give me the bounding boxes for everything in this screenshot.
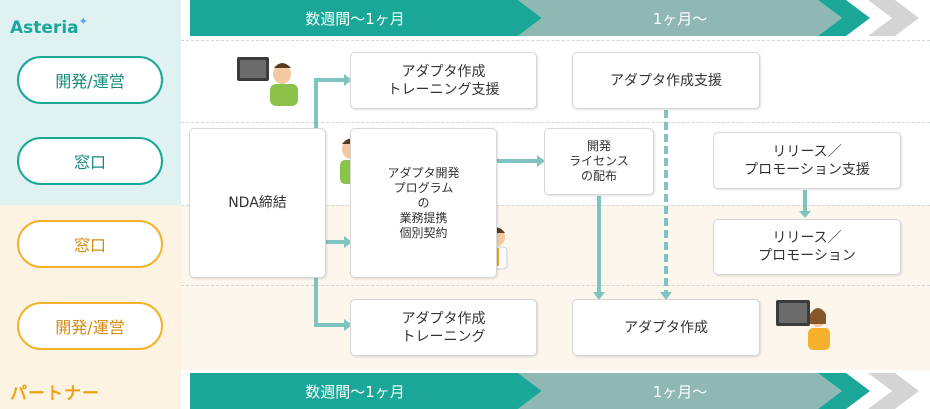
step-creation-support: アダプタ作成支援 <box>572 52 760 109</box>
arrowhead-creation-from-license <box>593 292 605 300</box>
timeline-top-label-2: 1ヶ月〜 <box>652 9 708 28</box>
arrowhead-contract <box>344 236 352 248</box>
timeline-bottom-label-1: 数週間〜1ヶ月 <box>305 382 405 401</box>
timeline-bottom-chevron1 <box>818 373 870 409</box>
timeline-top-chevron1 <box>818 0 870 36</box>
person-at-computer-partner-icon <box>776 300 830 350</box>
timeline-top-chevron2 <box>868 0 919 36</box>
sparkle-icon: ✦ <box>78 15 88 28</box>
row-asteria-dev <box>181 40 930 122</box>
person-at-computer-icon <box>237 57 298 106</box>
role-partner-dev: 開発/運営 <box>17 302 163 350</box>
arrow-nda-to-training <box>314 278 344 327</box>
step-training-support: アダプタ作成 トレーニング支援 <box>350 52 537 109</box>
step-creation: アダプタ作成 <box>572 299 760 356</box>
timeline-bottom-phase1 <box>190 373 542 409</box>
timeline-bottom-label-2: 1ヶ月〜 <box>652 382 708 401</box>
timeline-top-phase2 <box>518 0 842 36</box>
step-contract: アダプタ開発 プログラム の 業務提携 個別契約 <box>350 128 497 278</box>
partner-label: パートナー <box>10 384 100 404</box>
timeline-top-label-1: 数週間〜1ヶ月 <box>305 9 405 28</box>
step-release: リリース／ プロモーション <box>713 219 901 275</box>
role-partner-contact: 窓口 <box>17 220 163 268</box>
step-nda: NDA締結 <box>189 128 326 278</box>
row-partner-dev <box>181 285 930 370</box>
arrowhead-license <box>537 155 545 167</box>
step-license: 開発 ライセンス の配布 <box>544 128 654 195</box>
arrowhead-release <box>799 211 811 218</box>
arrowhead-training <box>344 319 352 331</box>
arrow-nda-to-training-support <box>314 78 344 128</box>
role-asteria-contact: 窓口 <box>17 137 163 185</box>
step-training: アダプタ作成 トレーニング <box>350 299 537 356</box>
timeline-top-phase1 <box>190 0 542 36</box>
step-release-support: リリース／ プロモーション支援 <box>713 132 901 189</box>
arrowhead-creation-from-support <box>660 292 672 300</box>
timeline-bottom-chevron2 <box>868 373 919 409</box>
asteria-logo: Asteria✦ <box>10 15 88 38</box>
arrowhead-training-support <box>344 74 352 86</box>
role-asteria-dev: 開発/運営 <box>17 56 163 104</box>
timeline-bottom-phase2 <box>518 373 842 409</box>
